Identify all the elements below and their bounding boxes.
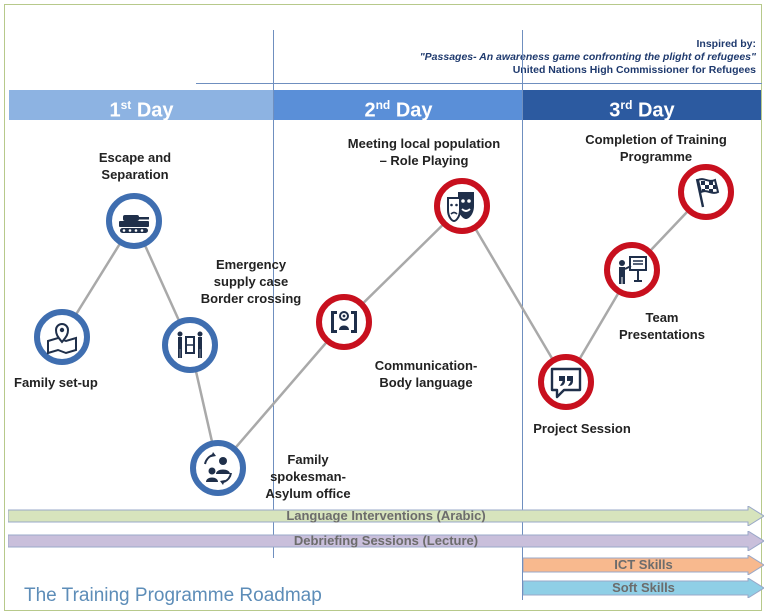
language-interventions-label: Language Interventions (Arabic) xyxy=(286,508,486,523)
meeting-node xyxy=(434,178,490,234)
speech-bubble-icon xyxy=(550,367,582,399)
inspired-label: Inspired by: xyxy=(696,38,756,50)
completion-label: Completion of Training Programme xyxy=(585,132,727,164)
family-setup-node xyxy=(34,309,90,365)
meeting-label: Meeting local population – Role Playing xyxy=(347,136,501,168)
day-header-3: 3rd Day xyxy=(523,90,761,122)
debriefing-sessions-arrow: Debriefing Sessions (Lecture) xyxy=(8,531,764,551)
day-3-suffix: rd xyxy=(620,98,633,112)
border-crossing-icon xyxy=(177,331,203,358)
day-1-number: 1 xyxy=(109,99,121,122)
team-node xyxy=(604,242,660,298)
escape-node xyxy=(106,193,162,249)
language-interventions-arrow: Language Interventions (Arabic) xyxy=(8,506,764,526)
theater-masks-icon xyxy=(447,192,474,223)
day-divider-2 xyxy=(522,30,523,600)
inspired-org: United Nations High Commissioner for Ref… xyxy=(512,64,756,76)
project-node xyxy=(538,354,594,410)
inspiration-note: Inspired by: "Passages- An awareness gam… xyxy=(420,38,756,77)
presentation-icon xyxy=(619,256,647,284)
checkered-flag-icon xyxy=(695,178,720,208)
soft-skills-arrow: Soft Skills xyxy=(523,578,764,598)
day-1-word: Day xyxy=(136,99,174,122)
inspired-quote: "Passages- An awareness game confronting… xyxy=(419,51,756,63)
ict-skills-label: ICT Skills xyxy=(614,557,673,572)
people-exchange-icon xyxy=(204,452,232,485)
day-1-suffix: st xyxy=(120,98,132,112)
escape-label: Escape and Separation xyxy=(98,150,172,182)
debriefing-sessions-label: Debriefing Sessions (Lecture) xyxy=(293,533,479,548)
ict-skills-arrow: ICT Skills xyxy=(523,555,764,575)
family-setup-label: Family set-up xyxy=(14,375,98,390)
spokesman-node xyxy=(190,440,246,496)
day-2-number: 2 xyxy=(364,99,376,122)
spokesman-label: Family spokesman- Asylum office xyxy=(265,452,351,501)
communication-node xyxy=(316,294,372,350)
soft-skills-label: Soft Skills xyxy=(612,580,675,595)
communication-icon xyxy=(331,311,357,333)
day-2-suffix: nd xyxy=(375,98,391,112)
emergency-label: Emergency supply case Border crossing xyxy=(200,257,302,306)
day-2-word: Day xyxy=(395,99,433,122)
inspiration-underline xyxy=(196,83,762,84)
communication-label: Communication- Body language xyxy=(374,358,478,390)
tank-icon xyxy=(119,215,149,233)
day-header-1: 1st Day xyxy=(9,90,274,122)
roadmap-caption: The Training Programme Roadmap xyxy=(24,585,322,606)
emergency-node xyxy=(162,317,218,373)
day-3-word: Day xyxy=(637,99,675,122)
day-divider-1 xyxy=(273,30,274,558)
diagram-frame xyxy=(4,4,762,611)
completion-node xyxy=(678,164,734,220)
team-label: Team Presentations xyxy=(619,310,705,342)
map-pin-icon xyxy=(47,323,77,355)
day-header-2: 2nd Day xyxy=(274,90,523,122)
day-3-number: 3 xyxy=(609,99,621,122)
project-label: Project Session xyxy=(533,421,631,436)
